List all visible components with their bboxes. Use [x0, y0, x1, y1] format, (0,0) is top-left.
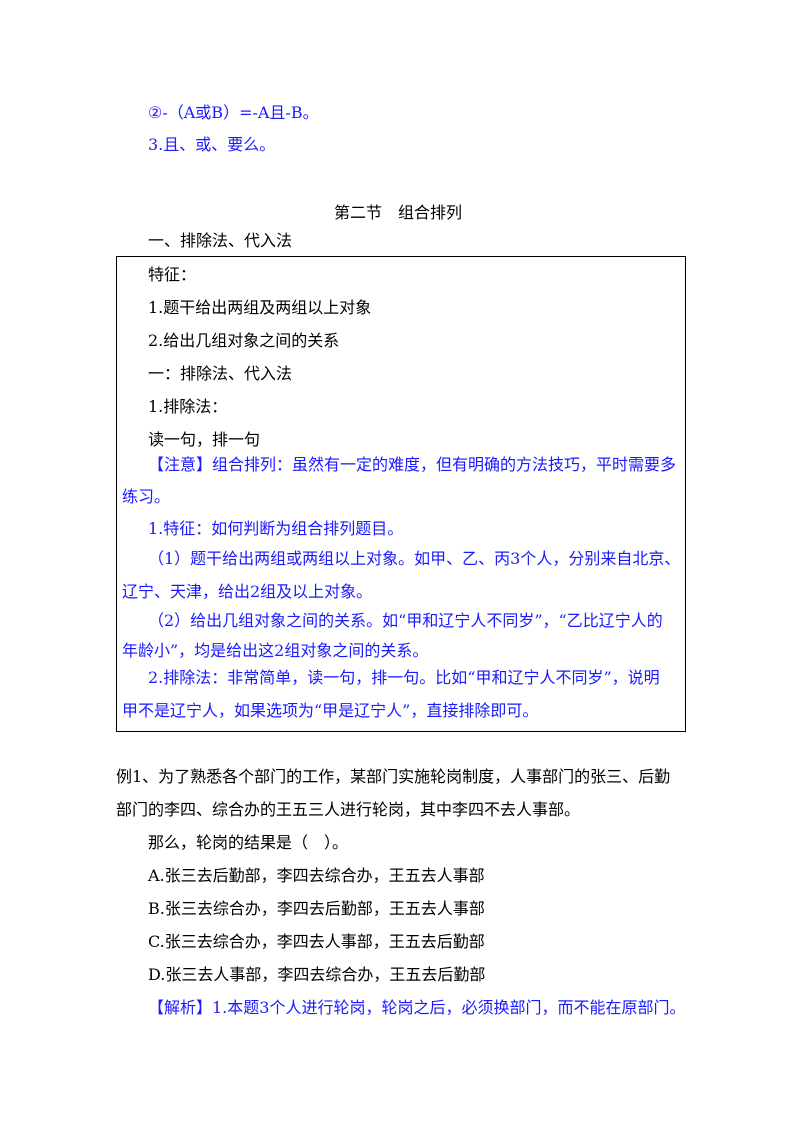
option-d: D.张三去人事部，李四去综合办，王五去后勤部 [148, 965, 486, 984]
box-line: 1.排除法： [148, 397, 228, 416]
feature-title: 1.特征：如何判断为组合排列题目。 [148, 519, 404, 538]
feature-1-line-2: 辽宁、天津，给出2组及以上对象。 [122, 582, 373, 601]
box-line: 特征： [148, 265, 197, 284]
example-line-1: 例1、为了熟悉各个部门的工作，某部门实施轮岗制度，人事部门的张三、后勤 [116, 767, 671, 786]
feature-2-line-1: （2）给出几组对象之间的关系。如“甲和辽宁人不同岁”，“乙比辽宁人的 [148, 611, 663, 630]
analysis-line: 【解析】1.本题3个人进行轮岗，轮岗之后，必须换部门，而不能在原部门。 [148, 998, 686, 1017]
example-line-2: 部门的李四、综合办的王五三人进行轮岗，其中李四不去人事部。 [116, 800, 581, 819]
box-line: 1.题干给出两组及两组以上对象 [148, 298, 372, 317]
box-line: 读一句，排一句 [148, 430, 261, 449]
exclusion-line-1: 2.排除法：非常简单，读一句，排一句。比如“甲和辽宁人不同岁”，说明 [148, 668, 660, 687]
note-line-1: 【注意】组合排列：虽然有一定的难度，但有明确的方法技巧，平时需要多 [148, 455, 677, 474]
box-line: 一：排除法、代入法 [148, 364, 293, 383]
feature-2-line-2: 年龄小”，均是给出这2组对象之间的关系。 [122, 641, 429, 660]
box-line: 2.给出几组对象之间的关系 [148, 331, 340, 350]
option-c: C.张三去综合办，李四去人事部，王五去后勤部 [148, 932, 485, 951]
section-subtitle: 一、排除法、代入法 [148, 231, 293, 250]
content-box [116, 256, 686, 732]
exclusion-line-2: 甲不是辽宁人，如果选项为“甲是辽宁人”，直接排除即可。 [122, 701, 539, 720]
option-b: B.张三去综合办，李四去后勤部，王五去人事部 [148, 899, 485, 918]
section-title: 第二节 组合排列 [334, 203, 463, 222]
example-line-3: 那么，轮岗的结果是（ ）。 [148, 833, 349, 852]
top-line-1: ②-（A或B）=-A且-B。 [148, 103, 319, 122]
note-line-2: 练习。 [122, 487, 171, 506]
feature-1-line-1: （1）题干给出两组或两组以上对象。如甲、乙、丙3个人，分别来自北京、 [148, 549, 681, 568]
top-line-2: 3.且、或、要么。 [148, 135, 276, 154]
option-a: A.张三去后勤部，李四去综合办，王五去人事部 [148, 866, 485, 885]
